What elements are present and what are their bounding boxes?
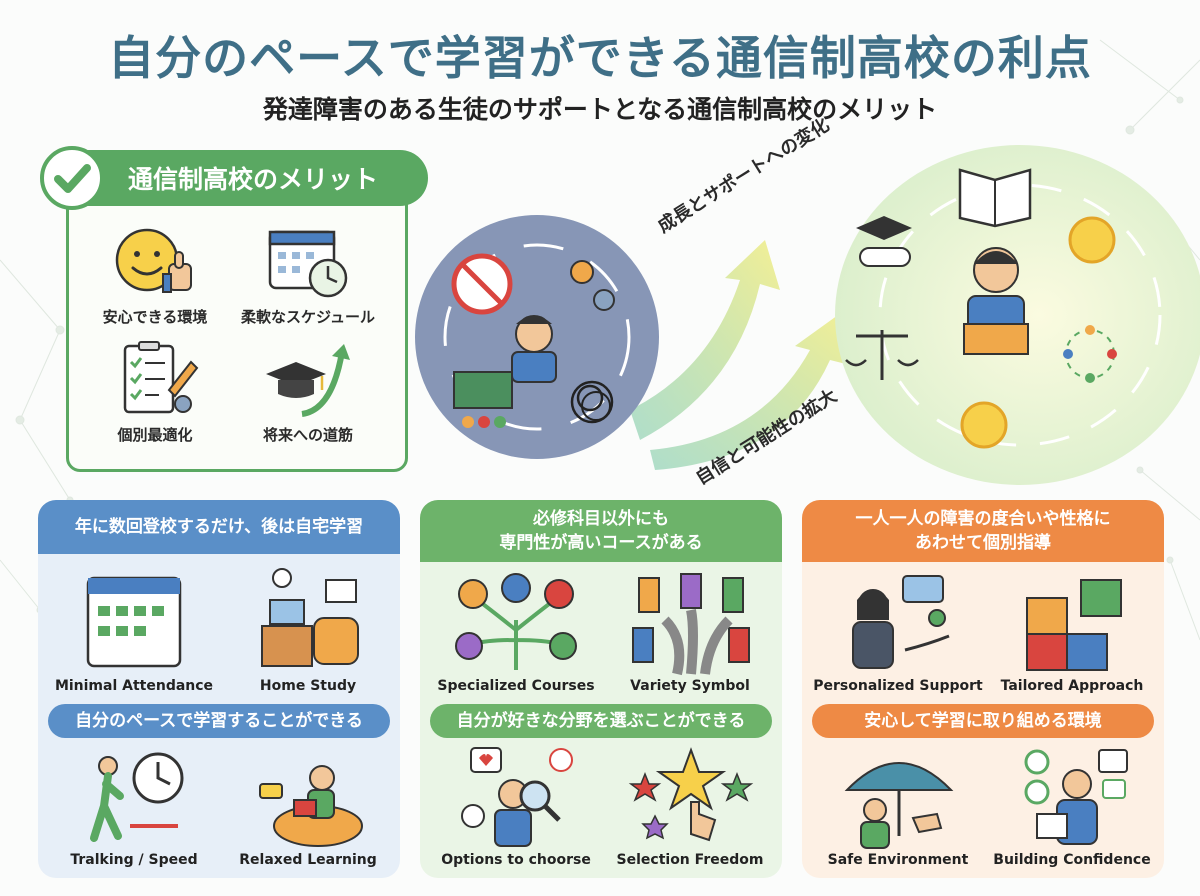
- merit-item-flexible-schedule: 柔軟なスケジュール: [228, 222, 388, 327]
- cell-home-study: Home Study: [218, 566, 398, 694]
- graduation-cap-icon: [856, 216, 912, 267]
- page-subtitle: 発達障害のある生徒のサポートとなる通信制高校のメリット: [262, 95, 938, 124]
- panel-header-text: 年に数回登校するだけ、後は自宅学習: [74, 517, 364, 537]
- walking-clock-icon: [90, 752, 184, 842]
- cell-building-confidence: Building Confidence: [982, 744, 1162, 868]
- cell-variety-symbol: Variety Symbol: [600, 570, 780, 694]
- doors-paths-icon: [632, 573, 750, 676]
- cell-options-to-choose: Options to choorse: [426, 744, 606, 868]
- merit-label: 将来への道筋: [262, 426, 353, 444]
- balance-scale-icon: [845, 330, 919, 380]
- cell-label: Specialized Courses: [437, 678, 595, 694]
- check-icon: [40, 146, 104, 210]
- cell-minimal-attendance: Minimal Attendance: [44, 566, 224, 694]
- sun-icon: [1068, 216, 1116, 264]
- smiley-thumbs-up-icon: [115, 228, 192, 293]
- checklist-pencil-icon: [123, 341, 199, 414]
- panel-band: 安心して学習に取り組める環境: [812, 704, 1154, 738]
- no-clock-icon: [451, 253, 513, 315]
- home-desk-icon: [261, 568, 359, 667]
- calendar-clock-icon: [268, 230, 348, 298]
- after-growth-circle: [835, 145, 1200, 485]
- merit-header-text: 通信制高校のメリット: [128, 165, 379, 194]
- panel-header-text: 一人一人の障害の度合いや性格に あわせて個別指導: [855, 509, 1111, 553]
- merit-header: 通信制高校のメリット: [44, 150, 428, 206]
- bright-sun-icon: [960, 401, 1008, 449]
- cell-label: Safe Environment: [827, 852, 969, 868]
- merit-item-safe-environment: 安心できる環境: [75, 222, 235, 327]
- cell-safe-environment: Safe Environment: [808, 744, 988, 868]
- cell-label: Variety Symbol: [630, 678, 750, 694]
- cell-selection-freedom: Selection Freedom: [600, 744, 780, 868]
- merit-box: [66, 186, 408, 472]
- graduation-cap-arrow-icon: [266, 344, 350, 417]
- cell-relaxed-learning: Relaxed Learning: [218, 744, 398, 868]
- student-reading-icon: [963, 247, 1029, 355]
- panel-home-study: 年に数回登校するだけ、後は自宅学習 Minimal Attendance Hom…: [38, 500, 400, 878]
- cell-label: Options to choorse: [441, 852, 591, 868]
- calendar-checks-icon: [86, 576, 182, 668]
- confident-student-icon: [1024, 749, 1128, 845]
- cell-label: Relaxed Learning: [239, 852, 377, 868]
- cell-personalized-support: Personalized Support: [808, 570, 988, 694]
- branching-courses-icon: [455, 573, 577, 670]
- classroom-board-icon: [453, 371, 513, 428]
- book-icon: [958, 168, 1032, 228]
- puzzle-icon: [1026, 579, 1122, 671]
- merit-item-future-path: 将来への道筋: [228, 340, 388, 445]
- cell-specialized-courses: Specialized Courses: [426, 570, 606, 694]
- magnifier-person-icon: [461, 747, 573, 847]
- relaxed-reader-icon: [259, 765, 363, 847]
- gear-icon: [570, 260, 615, 311]
- cell-walking-speed: Tralking / Speed: [44, 744, 224, 868]
- cell-label: Building Confidence: [993, 852, 1151, 868]
- cell-label: Personalized Support: [813, 678, 983, 694]
- panel-header: 必修科目以外にも 専門性が高いコースがある: [420, 500, 782, 562]
- panel-band: 自分のペースで学習することができる: [48, 704, 390, 738]
- cell-label: Tailored Approach: [1000, 678, 1144, 694]
- community-circle-icon: [1063, 325, 1117, 383]
- star-select-icon: [628, 747, 754, 842]
- cell-label: Tralking / Speed: [70, 852, 198, 868]
- panel-specialized-courses: 必修科目以外にも 専門性が高いコースがある Specialized Course…: [420, 500, 782, 878]
- teacher-support-icon: [852, 575, 950, 669]
- cell-label: Home Study: [259, 678, 357, 694]
- before-stress-circle: [415, 215, 659, 459]
- panel-header: 年に数回登校するだけ、後は自宅学習: [38, 500, 400, 554]
- panel-individual-guidance: 一人一人の障害の度合いや性格に あわせて個別指導 Personalized Su…: [802, 500, 1164, 878]
- panel-header-text: 必修科目以外にも 専門性が高いコースがある: [499, 509, 703, 553]
- panel-header: 一人一人の障害の度合いや性格に あわせて個別指導: [802, 500, 1164, 562]
- umbrella-icon: [844, 762, 954, 849]
- page-title: 自分のペースで学習ができる通信制高校の利点: [108, 31, 1092, 85]
- cell-label: Minimal Attendance: [54, 678, 214, 694]
- merit-item-individual-optimization: 個別最適化: [75, 340, 235, 445]
- merit-label: 安心できる環境: [102, 308, 208, 326]
- panel-band: 自分が好きな分野を選ぶことができる: [430, 704, 772, 738]
- stressed-student-icon: [511, 315, 557, 383]
- cell-tailored-approach: Tailored Approach: [982, 570, 1162, 694]
- merit-label: 個別最適化: [117, 426, 193, 444]
- transition-arrows: [630, 240, 850, 470]
- tangled-thread-icon: [570, 380, 614, 424]
- cell-label: Selection Freedom: [616, 852, 764, 868]
- merit-label: 柔軟なスケジュール: [241, 308, 375, 326]
